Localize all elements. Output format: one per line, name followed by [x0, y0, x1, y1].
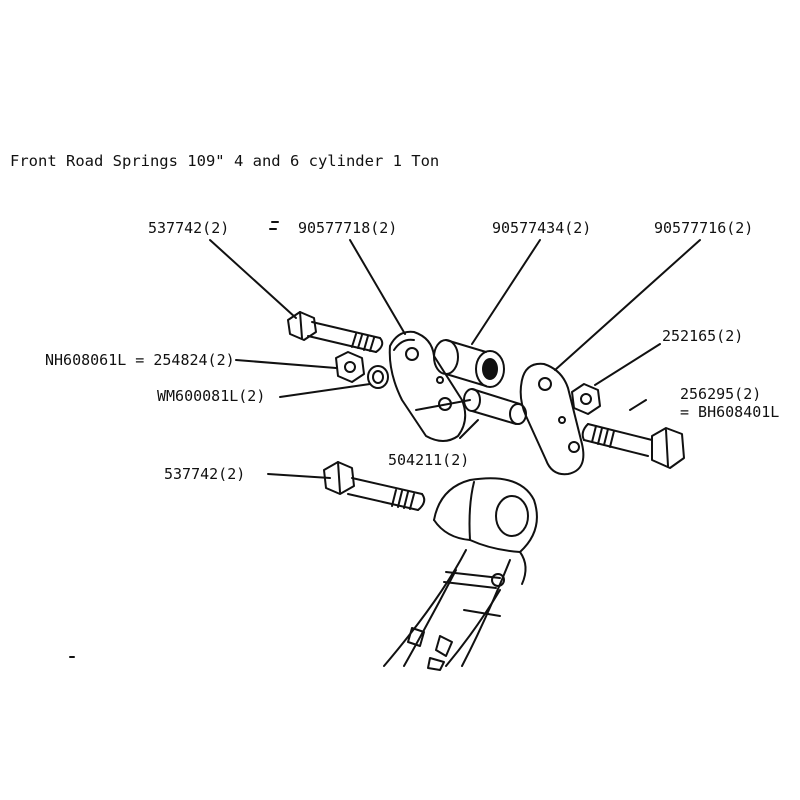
- nut-left: [336, 352, 364, 382]
- washer-left: [368, 366, 388, 388]
- bolt-top-left: [288, 312, 382, 352]
- label-shackle-plate-left: 90577718(2): [298, 219, 398, 237]
- label-pin: 504211(2): [388, 451, 470, 469]
- shackle-plate-left: [390, 332, 465, 441]
- label-bolt-top: 537742(2): [148, 219, 230, 237]
- leaf-spring: [384, 478, 537, 670]
- leader-lines: [210, 240, 700, 478]
- label-bolt-bottom: 537742(2): [164, 465, 246, 483]
- bush: [434, 340, 504, 387]
- label-bush: 90577434(2): [492, 219, 592, 237]
- label-bolt-right: 256295(2): [680, 385, 762, 403]
- diagram-title: Front Road Springs 109" 4 and 6 cylinder…: [10, 152, 440, 170]
- shackle-plate-right: [521, 364, 584, 474]
- registration-marks: [70, 222, 278, 657]
- bolt-bottom: [324, 462, 424, 510]
- spring-pin: [416, 389, 526, 424]
- label-nut-right: 252165(2): [662, 327, 744, 345]
- label-washer-left: WM600081L(2): [157, 387, 266, 405]
- label-shackle-plate-right: 90577716(2): [654, 219, 754, 237]
- bolt-right: [583, 424, 684, 468]
- label-bolt-right-alt: = BH608401L: [680, 403, 780, 421]
- nut-right: [572, 384, 600, 414]
- label-nut-left: NH608061L = 254824(2): [45, 351, 235, 369]
